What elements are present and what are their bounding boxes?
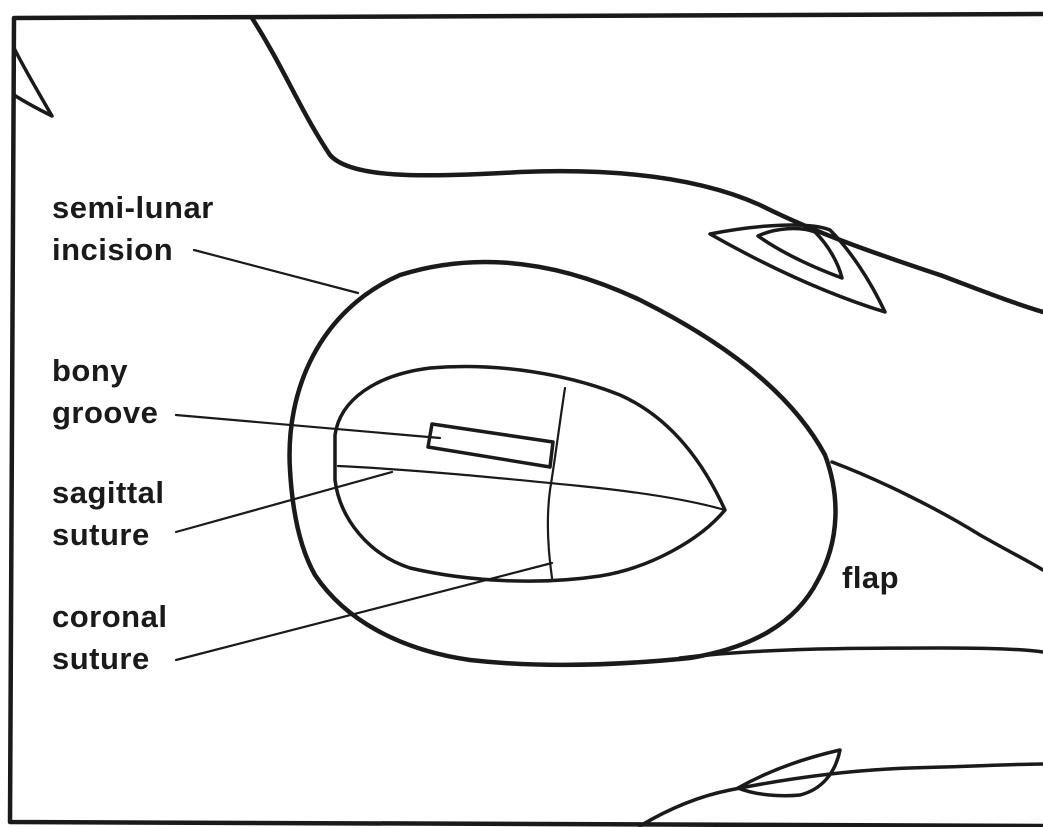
- snout-line: [832, 462, 1043, 570]
- bony-groove-rect: [428, 424, 553, 467]
- label-coronal-line1: coronal: [52, 596, 167, 638]
- skull-outline: [335, 367, 725, 582]
- label-coronal-line2: suture: [52, 638, 167, 680]
- paw-outline: [738, 750, 840, 796]
- label-bony-groove: bony groove: [52, 350, 158, 434]
- ear-outline: [14, 48, 52, 116]
- head-upper-contour: [252, 18, 1043, 312]
- leader-bony-groove: [176, 415, 440, 438]
- eye-outer: [710, 225, 885, 312]
- label-sagittal-line2: suture: [52, 514, 165, 556]
- leader-semilunar: [194, 250, 358, 293]
- lower-contour: [640, 764, 1043, 826]
- label-coronal-suture: coronal suture: [52, 596, 167, 680]
- label-flap: flap: [842, 557, 899, 599]
- jaw-line: [680, 648, 1043, 658]
- sagittal-suture-line: [338, 466, 725, 510]
- leader-sagittal: [176, 472, 392, 532]
- label-semilunar-incision: semi-lunar incision: [52, 187, 214, 271]
- leader-coronal: [176, 563, 552, 660]
- label-sagittal-suture: sagittal suture: [52, 472, 165, 556]
- label-semilunar-line1: semi-lunar: [52, 187, 214, 229]
- label-flap-text: flap: [842, 557, 899, 599]
- semilunar-incision-outline: [290, 262, 836, 665]
- label-bony-line1: bony: [52, 350, 158, 392]
- label-bony-line2: groove: [52, 392, 158, 434]
- label-sagittal-line1: sagittal: [52, 472, 165, 514]
- label-semilunar-line2: incision: [52, 229, 214, 271]
- frame-border: [10, 14, 1043, 826]
